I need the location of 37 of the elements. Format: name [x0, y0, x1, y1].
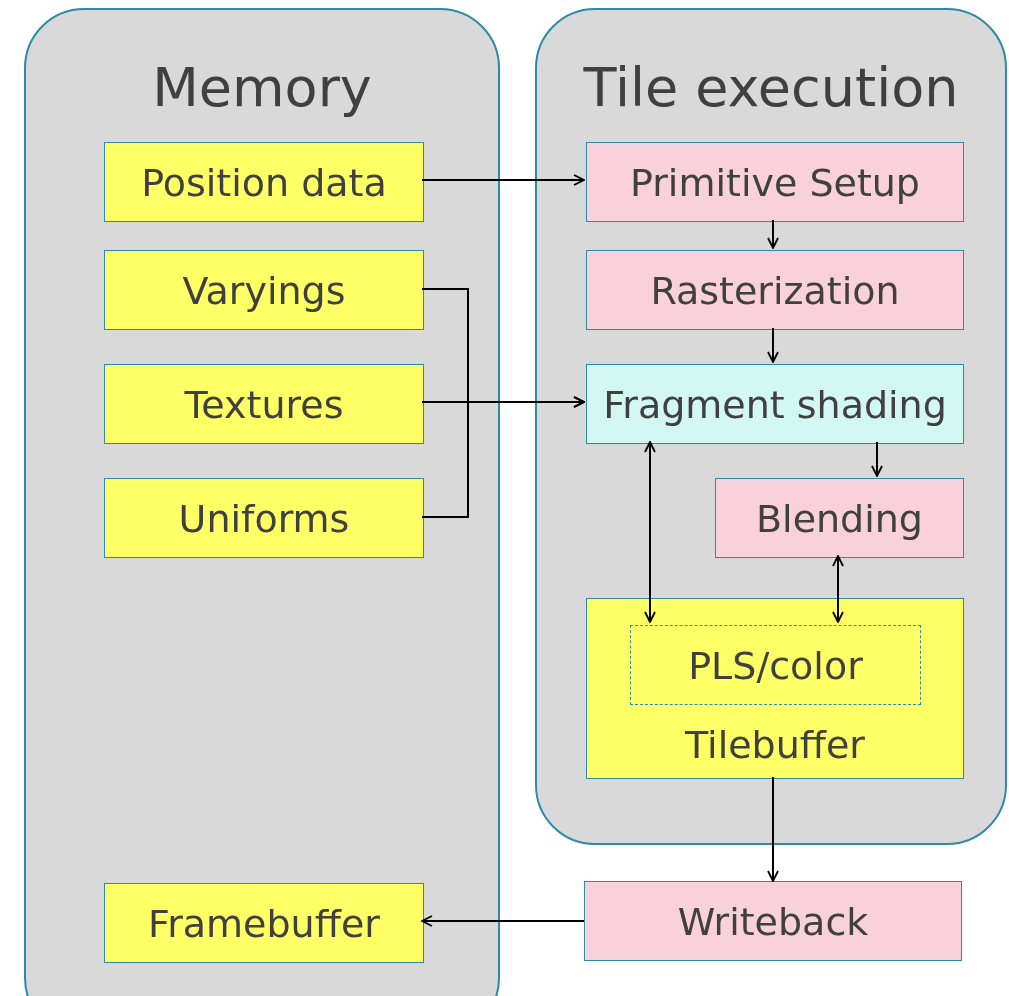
stage-box: [586, 364, 964, 444]
arrow: [421, 396, 585, 518]
memory-box: [104, 250, 424, 330]
box-label: Fragment shading: [602, 382, 948, 428]
pls-box: [630, 625, 921, 705]
memory-box: [104, 883, 424, 963]
memory-panel: [24, 8, 500, 996]
box-label: Rasterization: [649, 268, 901, 314]
stage-box: [584, 881, 962, 961]
box-label: Tilebuffer: [684, 722, 866, 768]
arrow: [644, 441, 656, 623]
tile-execution-panel: [535, 8, 1007, 845]
box-label: Framebuffer: [147, 901, 381, 947]
arrow: [767, 219, 779, 249]
panel-heading: Memory: [151, 56, 373, 120]
box-label: PLS/color: [687, 643, 864, 689]
box-label: Blending: [755, 496, 924, 542]
box-label: Writeback: [676, 899, 870, 945]
tilebuffer-box: [586, 598, 964, 779]
box-label: Varyings: [181, 268, 347, 314]
memory-box: [104, 142, 424, 222]
memory-box: [104, 364, 424, 444]
arrow: [871, 441, 883, 477]
arrow: [767, 327, 779, 363]
box-label: Uniforms: [177, 496, 351, 542]
memory-box: [104, 478, 424, 558]
stage-box: [715, 478, 964, 558]
stage-box: [586, 142, 964, 222]
box-label: Position data: [140, 160, 388, 206]
box-label: Textures: [183, 382, 345, 428]
box-label: Primitive Setup: [629, 160, 921, 206]
stage-box: [586, 250, 964, 330]
arrow: [421, 915, 585, 927]
arrow: [421, 174, 585, 186]
panel-heading: Tile execution: [582, 56, 960, 120]
arrow: [767, 776, 779, 882]
arrow: [832, 555, 844, 623]
